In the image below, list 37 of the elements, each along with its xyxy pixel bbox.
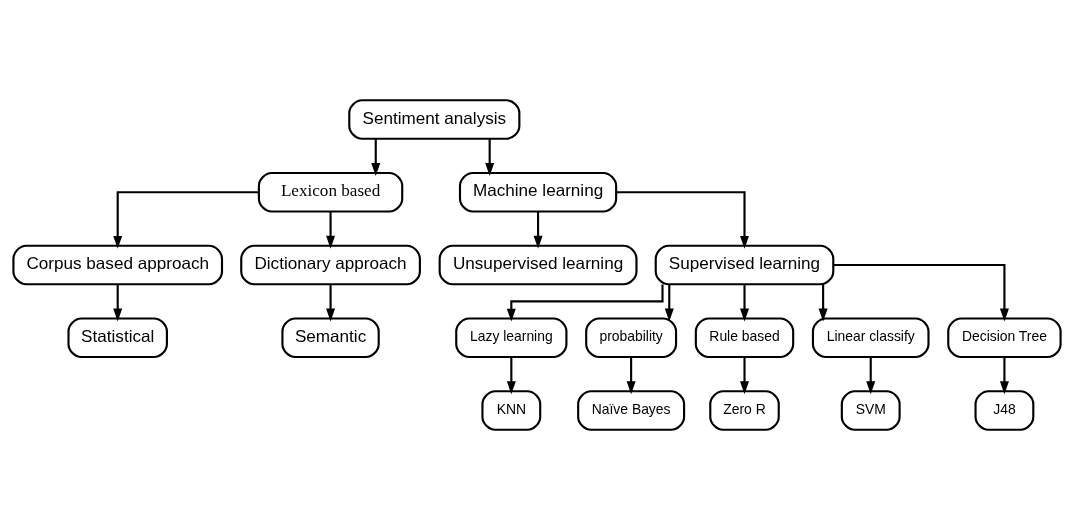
arrow bbox=[616, 190, 749, 249]
node-box: Semantic bbox=[281, 316, 380, 358]
node-box: Machine learning bbox=[458, 171, 618, 213]
node-box: Unsupervised learning bbox=[438, 244, 638, 285]
arrow bbox=[818, 284, 828, 321]
node-box: J48 bbox=[974, 389, 1035, 431]
arrow bbox=[485, 138, 495, 176]
node-box: Lexicon based bbox=[257, 171, 404, 213]
node-box: probability bbox=[585, 316, 678, 358]
node-box: Sentiment analysis bbox=[348, 98, 521, 140]
arrow bbox=[326, 211, 336, 249]
arrow bbox=[506, 356, 516, 394]
arrow bbox=[506, 283, 664, 321]
node-box: Dictionary approach bbox=[240, 244, 421, 285]
arrow bbox=[833, 263, 1009, 321]
arrow bbox=[113, 190, 259, 249]
arrow bbox=[866, 356, 876, 394]
node-box: Rule based bbox=[694, 316, 795, 358]
node-box: Statistical bbox=[67, 316, 168, 358]
arrow bbox=[664, 284, 674, 321]
node-box: Lazy learning bbox=[455, 316, 568, 358]
arrow bbox=[326, 284, 336, 321]
node-box: Linear classify bbox=[811, 316, 930, 358]
arrow bbox=[626, 356, 636, 394]
arrow bbox=[113, 284, 123, 321]
arrow bbox=[533, 211, 543, 249]
node-box: KNN bbox=[481, 389, 542, 431]
node-box: SVM bbox=[840, 389, 901, 431]
node-box: Supervised learning bbox=[654, 244, 835, 285]
arrow bbox=[371, 138, 381, 176]
node-box: Decision Tree bbox=[947, 316, 1062, 358]
node-box: Zero R bbox=[709, 389, 780, 431]
node-box: Naïve Bayes bbox=[577, 389, 686, 431]
arrow bbox=[740, 284, 749, 321]
node-box: Corpus based approach bbox=[12, 244, 224, 285]
arrow bbox=[999, 356, 1009, 394]
arrow bbox=[740, 356, 749, 394]
